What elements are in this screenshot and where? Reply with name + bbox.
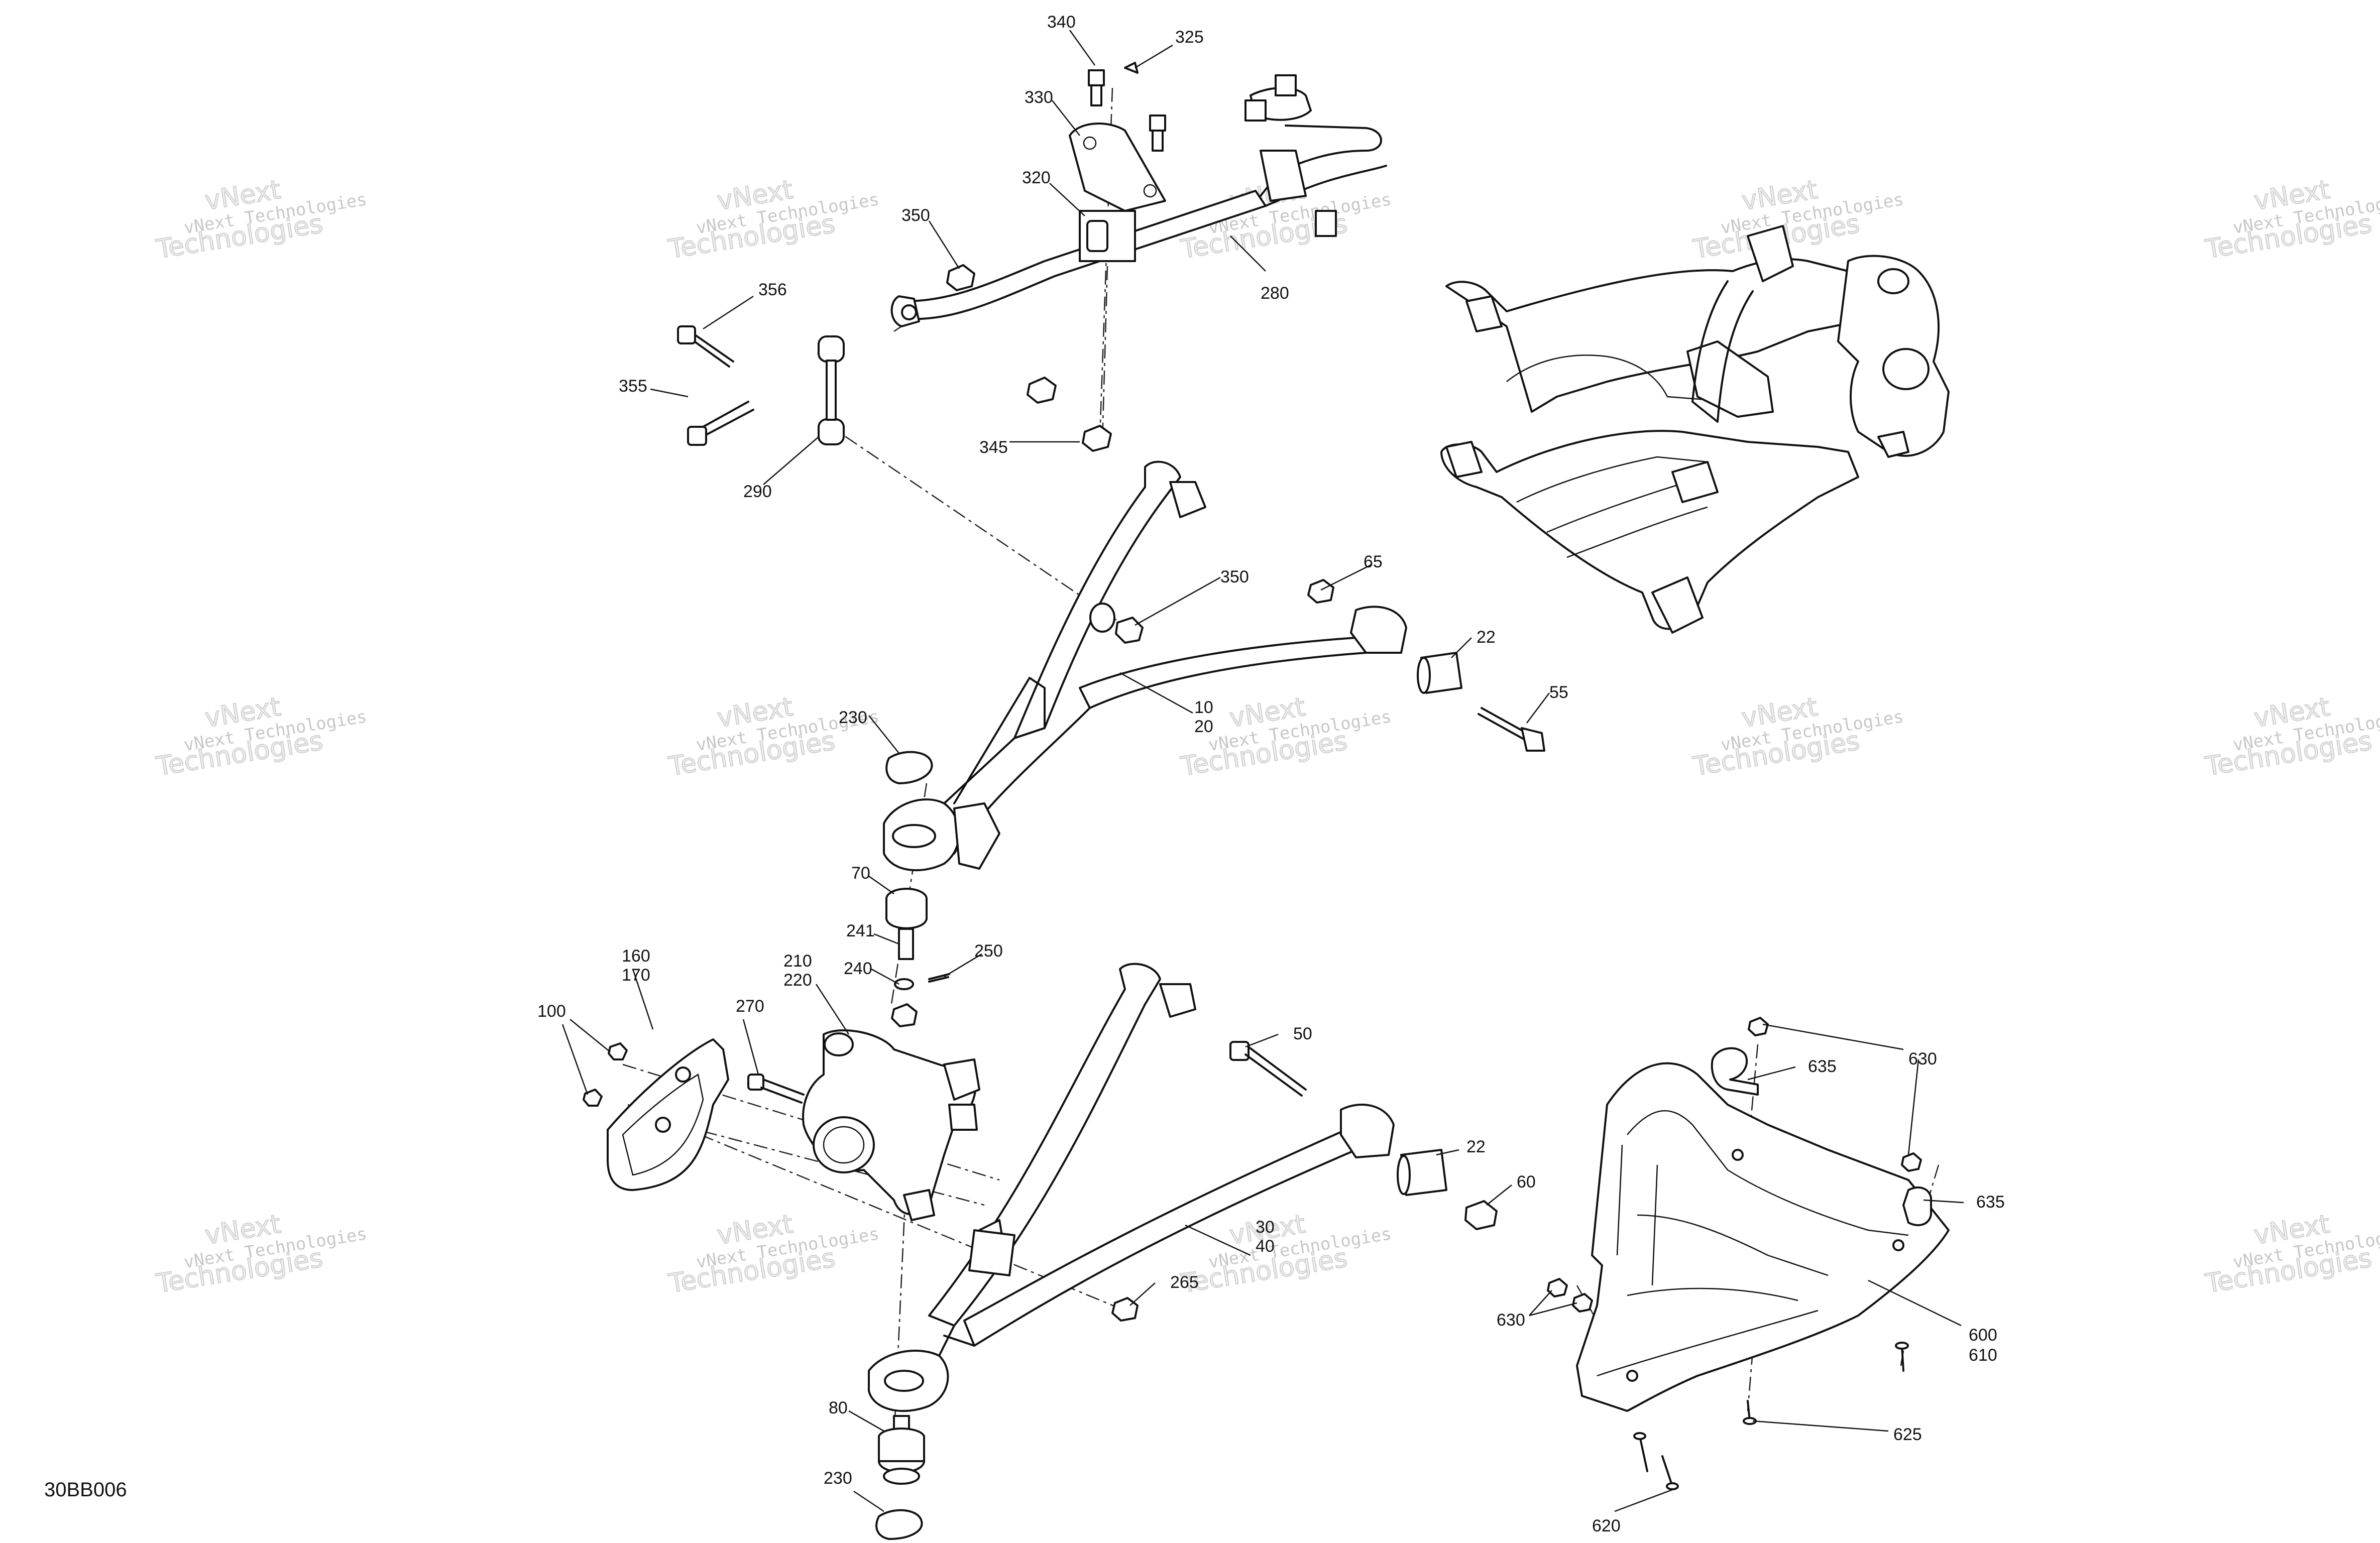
- callout-220: 220: [783, 971, 812, 990]
- nuts-630: [1547, 1017, 1922, 1313]
- callout-625: 625: [1893, 1425, 1922, 1444]
- bracket-bolts: [1088, 62, 1166, 152]
- callout-labels: 340 325 330 320 350 356 355 290 345 280 …: [537, 13, 2005, 1535]
- callout-635-top: 635: [1808, 1057, 1837, 1076]
- lower-a-arm: [868, 963, 1395, 1412]
- retaining-ring-230-bottom: [875, 1509, 923, 1540]
- leader-lines: [561, 30, 1964, 1512]
- nut-350-mid: [1115, 617, 1144, 644]
- callout-250: 250: [974, 941, 1003, 961]
- callout-290: 290: [743, 482, 772, 501]
- callout-160: 160: [622, 946, 650, 966]
- bushing-22-top: [1417, 652, 1462, 694]
- ball-joint-80: [878, 1415, 925, 1485]
- callout-350-top: 350: [901, 206, 930, 225]
- bolt-355: [687, 401, 754, 446]
- skid-plate: [1576, 1062, 1950, 1412]
- clamp-635-top: [1711, 1047, 1759, 1096]
- callout-55: 55: [1549, 683, 1568, 702]
- callout-210: 210: [783, 952, 812, 971]
- bolt-50: [1229, 1041, 1307, 1097]
- callout-350-mid: 350: [1220, 567, 1249, 586]
- callout-330: 330: [1025, 88, 1053, 107]
- bolt-356: [677, 325, 734, 368]
- watermark-4: vNext Technologies vNext Technologies: [1690, 174, 1905, 265]
- watermark-1: vNext Technologies vNext Technologies: [154, 174, 368, 265]
- retaining-ring-230-top: [885, 751, 933, 784]
- watermark-10: vNext Technologies vNext Technologies: [2203, 691, 2380, 782]
- watermark-layer: vNext Technologies vNext Technologies vN…: [154, 174, 2380, 1299]
- watermark-7: vNext Technologies vNext Technologies: [666, 691, 880, 782]
- sway-bar-bracket: [1069, 123, 1166, 212]
- callout-610: 610: [1969, 1346, 1997, 1365]
- callout-30: 30: [1256, 1218, 1275, 1237]
- watermark-2: vNext Technologies vNext Technologies: [666, 174, 880, 265]
- callout-630-left: 630: [1497, 1311, 1525, 1330]
- screws-620: [1633, 1432, 1679, 1490]
- callout-265: 265: [1170, 1273, 1199, 1292]
- callout-20: 20: [1194, 717, 1213, 736]
- steering-knuckle: [802, 1029, 980, 1221]
- callout-60: 60: [1517, 1172, 1536, 1192]
- callout-635-right: 635: [1976, 1193, 2005, 1212]
- diagram-code: 30BB006: [44, 1479, 127, 1501]
- watermark-15: vNext Technologies vNext Technologies: [2203, 1209, 2380, 1299]
- washer-240: [891, 978, 918, 1027]
- callout-241: 241: [846, 921, 875, 940]
- callout-355: 355: [619, 377, 647, 396]
- callout-600: 600: [1969, 1326, 1997, 1345]
- sway-bar-end-link: [1244, 74, 1337, 237]
- callout-230-top: 230: [839, 708, 867, 727]
- callout-230-bottom: 230: [824, 1469, 852, 1488]
- callout-630-top: 630: [1908, 1049, 1937, 1069]
- callout-170: 170: [622, 966, 650, 985]
- callout-65: 65: [1364, 552, 1383, 571]
- nut-350-top: [946, 264, 975, 291]
- ball-joint-70: [885, 888, 928, 960]
- watermark-12: vNext Technologies vNext Technologies: [666, 1209, 880, 1299]
- brake-shield: [607, 1038, 729, 1191]
- callout-620: 620: [1592, 1516, 1621, 1535]
- callout-22-bottom: 22: [1466, 1137, 1486, 1156]
- watermark-5: vNext Technologies vNext Technologies: [2203, 174, 2380, 265]
- watermark-11: vNext Technologies vNext Technologies: [154, 1209, 368, 1299]
- sway-bar-bushing: [1079, 210, 1136, 262]
- upper-a-arm: [883, 460, 1407, 872]
- assembled-suspension-view: [1440, 225, 1950, 634]
- bushing-22-bottom: [1397, 1149, 1447, 1196]
- screws-100: [583, 1042, 628, 1107]
- nut-345: [1027, 377, 1112, 452]
- screws-625: [1743, 1342, 1909, 1425]
- callout-80: 80: [829, 1398, 848, 1417]
- callout-345: 345: [979, 438, 1008, 457]
- callout-340: 340: [1047, 13, 1076, 32]
- callout-240: 240: [844, 959, 872, 978]
- callout-325: 325: [1175, 28, 1204, 47]
- callout-270: 270: [736, 997, 764, 1016]
- watermark-6: vNext Technologies vNext Technologies: [154, 691, 368, 782]
- callout-50: 50: [1293, 1024, 1312, 1043]
- nut-65: [1307, 579, 1334, 604]
- callout-10: 10: [1194, 698, 1213, 717]
- link-rod-290: [818, 335, 845, 445]
- callout-280: 280: [1261, 284, 1289, 303]
- watermark-9: vNext Technologies vNext Technologies: [1690, 691, 1905, 782]
- callout-40: 40: [1256, 1237, 1275, 1256]
- callout-22-top: 22: [1477, 628, 1496, 647]
- callout-100: 100: [537, 1002, 566, 1021]
- callout-356: 356: [758, 280, 787, 299]
- callout-320: 320: [1022, 168, 1051, 187]
- clamp-635-right: [1902, 1186, 1932, 1226]
- nut-60: [1464, 1200, 1498, 1230]
- callout-70: 70: [851, 864, 870, 883]
- bolt-55: [1478, 707, 1545, 752]
- bolt-270: [747, 1074, 805, 1104]
